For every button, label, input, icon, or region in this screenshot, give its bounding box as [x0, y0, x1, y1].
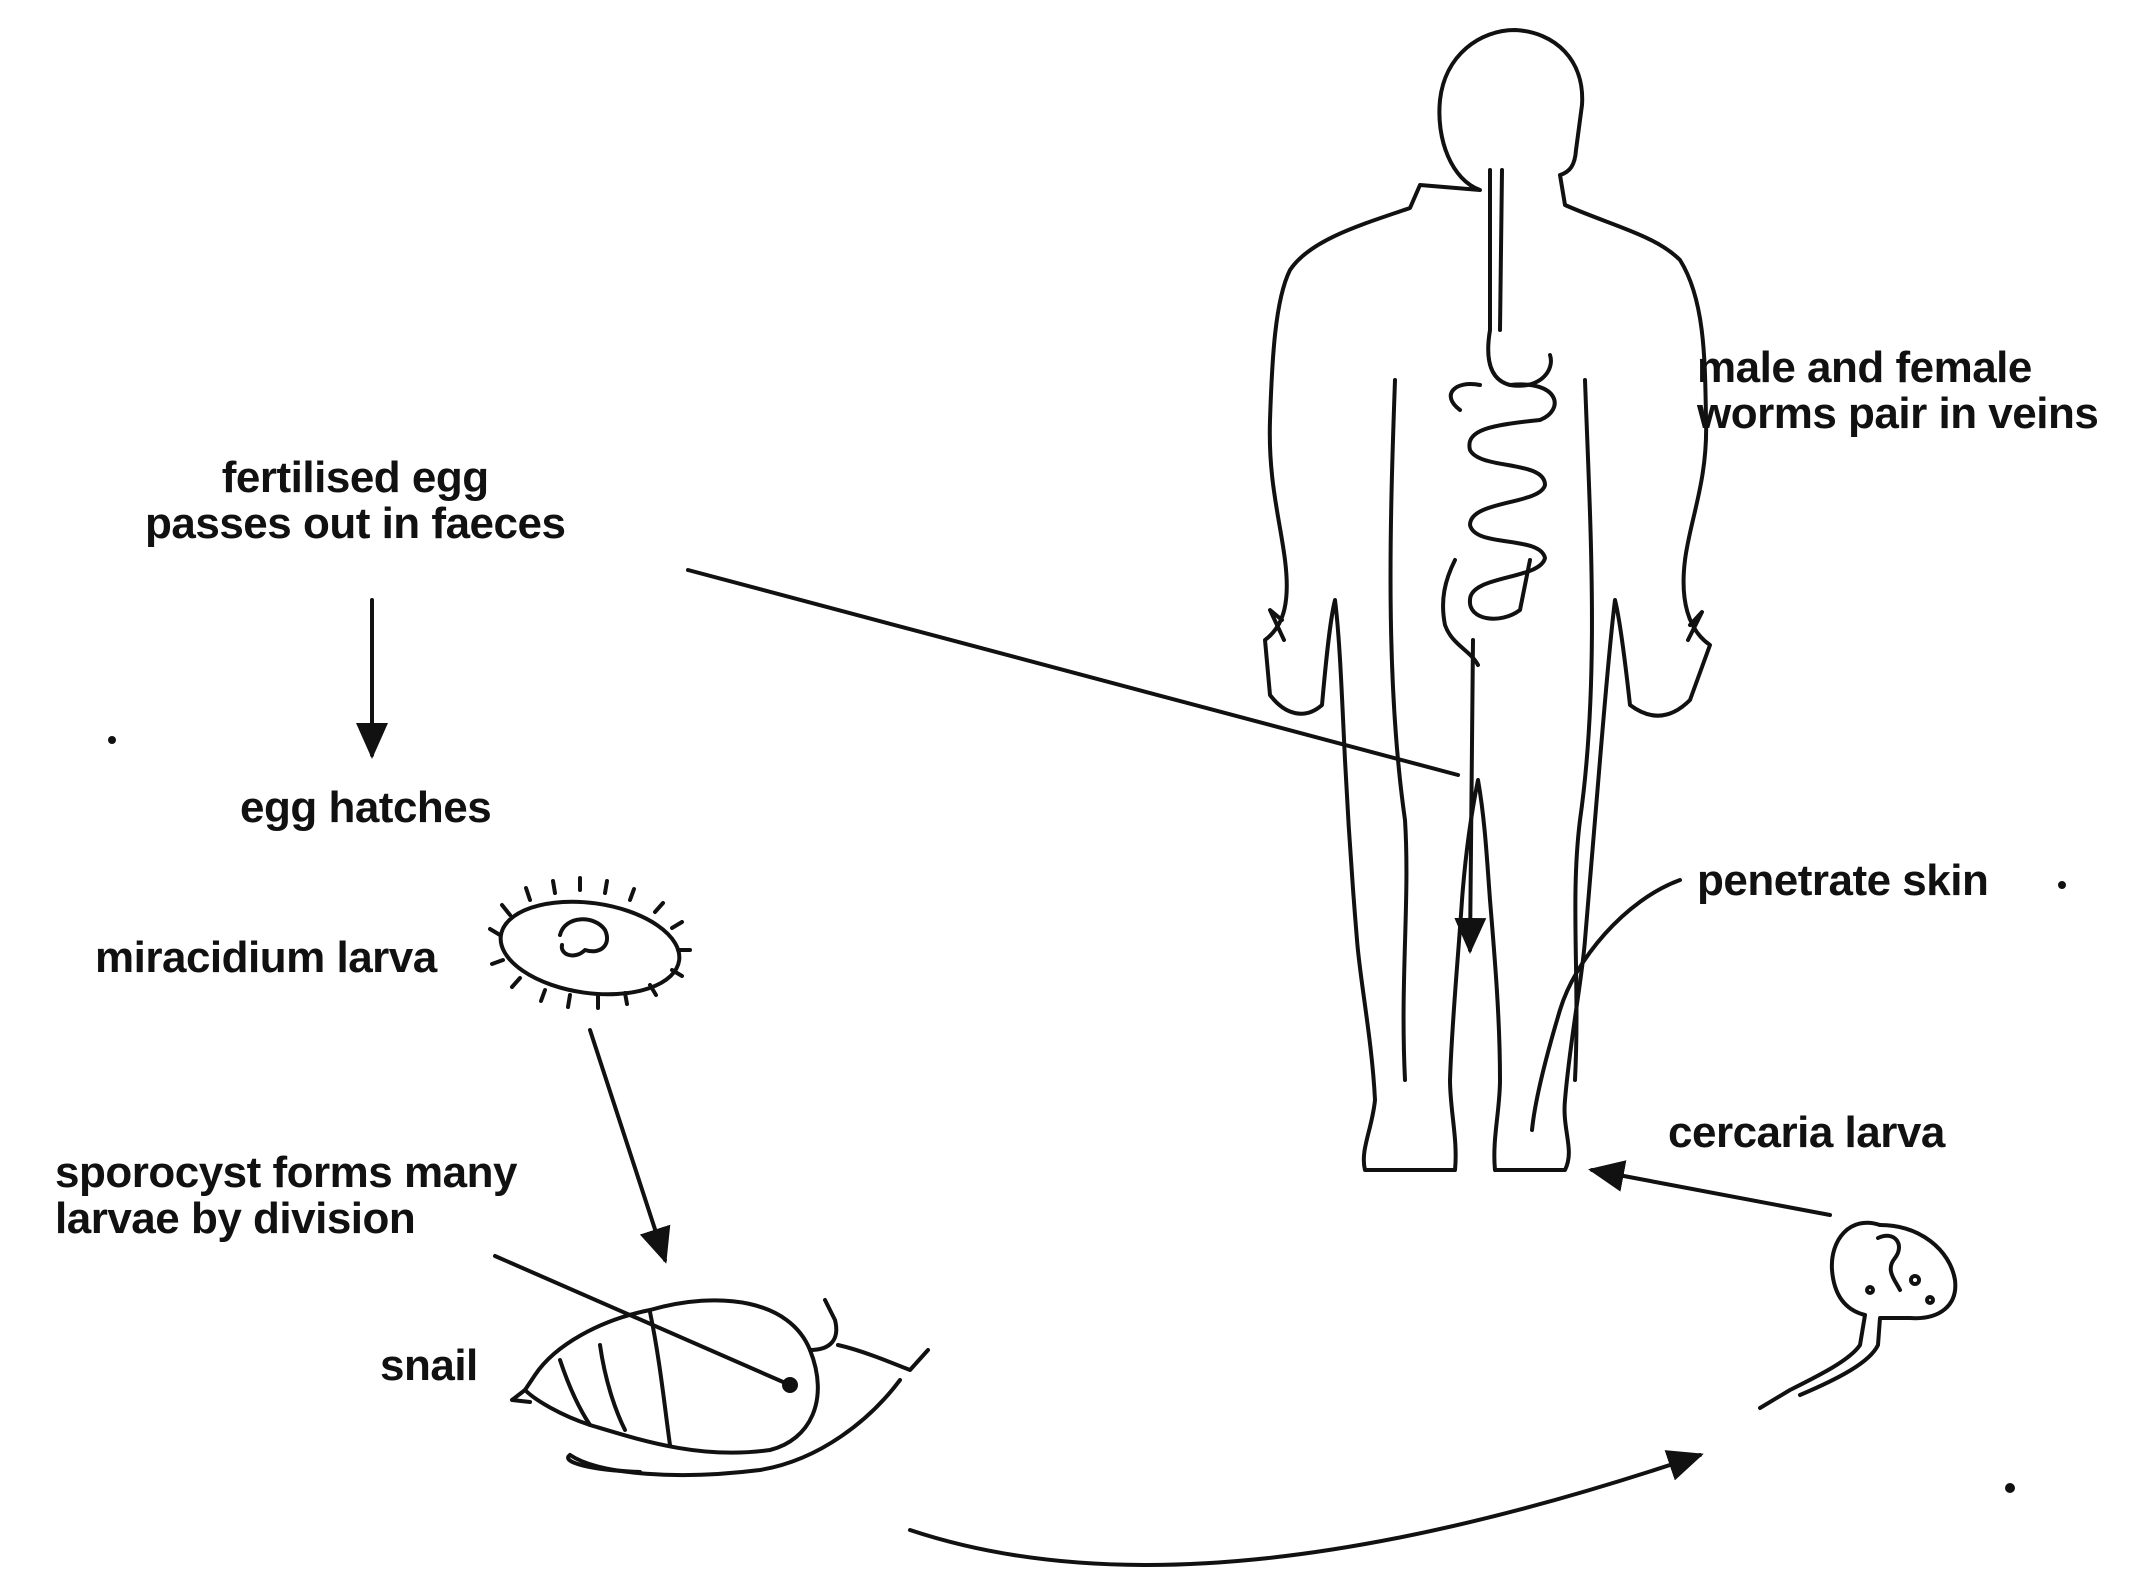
label-penetrate-skin: penetrate skin [1697, 858, 1988, 904]
label-snail: snail [380, 1343, 478, 1389]
label-fertilised-egg: fertilised egg passes out in faeces [145, 455, 565, 547]
egg-exit-arrow [1470, 640, 1473, 950]
human-body-icon [1265, 30, 1710, 1170]
sporocyst-pointer-dot [784, 1379, 796, 1391]
label-egg-hatches: egg hatches [240, 785, 491, 831]
label-miracidium-larva: miracidium larva [95, 935, 437, 981]
scan-speck [110, 738, 114, 742]
snail-icon [512, 1300, 928, 1475]
scan-speck [2060, 883, 2064, 887]
label-sporocyst: sporocyst forms many larvae by division [55, 1150, 517, 1242]
label-worms-pair: male and female worms pair in veins [1697, 345, 2098, 437]
miracidium-larva-icon [490, 878, 690, 1008]
snail-to-cercaria-arrow [910, 1455, 1700, 1565]
label-cercaria-larva: cercaria larva [1668, 1110, 1945, 1156]
cercaria-larva-icon [1760, 1223, 1955, 1408]
sporocyst-pointer-line [495, 1256, 790, 1385]
miracidium-to-snail-arrow [590, 1030, 665, 1260]
scan-speck [2007, 1485, 2013, 1491]
penetrate-skin-pointer [1532, 880, 1680, 1130]
cercaria-to-human-arrow [1592, 1170, 1830, 1215]
